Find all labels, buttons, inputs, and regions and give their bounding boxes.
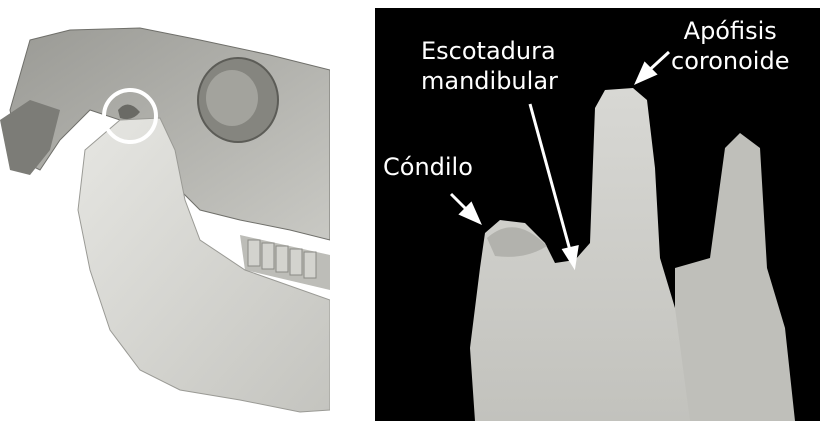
apofisis-label-line2: coronoide xyxy=(671,46,789,76)
escotadura-label: Escotadura mandibular xyxy=(421,36,558,96)
escotadura-arrow xyxy=(530,104,571,254)
apofisis-label: Apófisis coronoide xyxy=(671,16,789,76)
condilo-label: Cóndilo xyxy=(383,152,473,182)
escotadura-label-line1: Escotadura xyxy=(421,36,558,66)
mandible-closeup-panel: Cóndilo Escotadura mandibular Apófisis c… xyxy=(375,8,820,421)
horse-skull-image xyxy=(0,0,330,421)
skull-photo-panel xyxy=(0,0,330,421)
escotadura-label-line2: mandibular xyxy=(421,66,558,96)
apofisis-label-line1: Apófisis xyxy=(671,16,789,46)
condilo-label-text: Cóndilo xyxy=(383,152,473,182)
